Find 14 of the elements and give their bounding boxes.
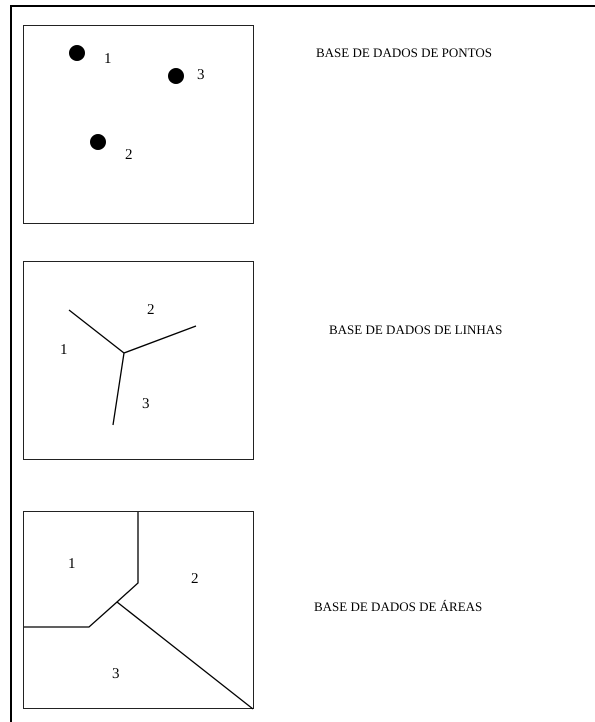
region-number: 2 <box>147 303 154 318</box>
region-number: 3 <box>142 397 150 412</box>
region-number: 2 <box>191 572 198 587</box>
region-number: 1 <box>60 343 68 358</box>
panel-caption: BASE DE DADOS DE LINHAS <box>329 323 502 338</box>
region-number: 3 <box>197 68 204 83</box>
map-panel <box>23 25 254 224</box>
region-number: 1 <box>68 557 76 572</box>
panel-caption: BASE DE DADOS DE PONTOS <box>316 46 492 60</box>
region-number: 2 <box>125 148 132 163</box>
region-number: 3 <box>112 667 120 682</box>
region-number: 1 <box>104 52 112 67</box>
panel-caption: BASE DE DADOS DE ÁREAS <box>314 600 482 614</box>
map-panel <box>23 261 254 460</box>
